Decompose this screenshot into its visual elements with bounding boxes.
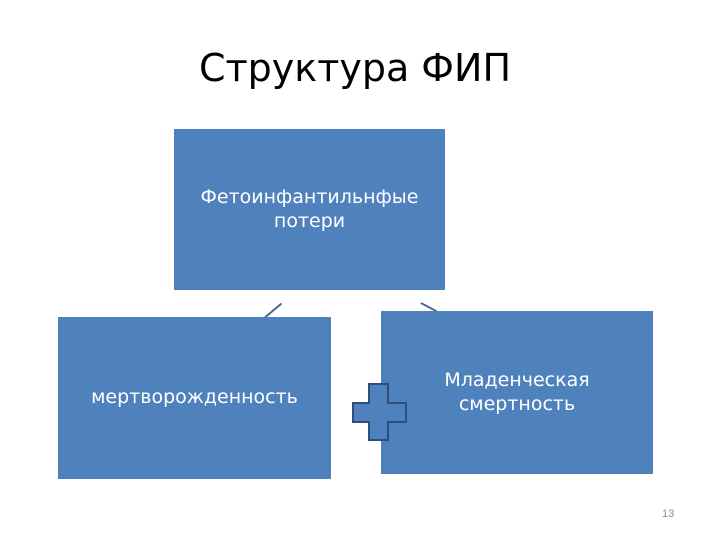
top-node-label-line2: потери (273, 209, 346, 232)
right-node-label-line2: смертность (458, 392, 576, 415)
slide-title: Структура ФИП (198, 46, 512, 90)
plus-icon (352, 383, 407, 441)
left-node-stillbirth: мертворожденность (58, 317, 331, 479)
right-node-label-line1: Младенческая (444, 368, 590, 391)
right-node-infant-mortality: Младенческая смертность (381, 311, 653, 474)
page-number: 13 (662, 508, 675, 520)
top-node-label-line1: Фетоинфантильнфые (200, 185, 419, 208)
top-node-fip: Фетоинфантильнфые потери (174, 129, 445, 290)
left-node-label: мертворожденность (91, 386, 298, 409)
